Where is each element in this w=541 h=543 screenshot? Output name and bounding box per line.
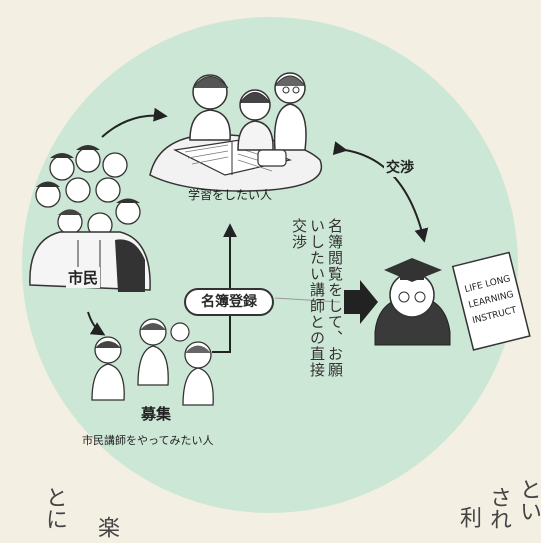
registry-arrow	[212, 223, 237, 353]
vertical-caption: 名簿閲覧をして、お願いしたい講師との直接交渉	[290, 218, 344, 378]
registry-badge: 名簿登録	[184, 288, 274, 316]
citizens-to-learners-arrow	[101, 107, 168, 138]
citizens-illustration	[29, 145, 151, 292]
body-text-left-2: 楽	[94, 516, 119, 538]
citizens-label: 市民	[66, 267, 101, 288]
body-text-right-1: とい	[516, 478, 541, 522]
negotiation-label: 交渉	[384, 157, 416, 177]
connector-line	[274, 297, 341, 303]
citizens-to-teachers-arrow	[87, 311, 106, 336]
background-circle	[22, 17, 518, 513]
body-text-right-3: 利	[456, 506, 481, 528]
volunteer-teachers-illustration	[91, 318, 214, 406]
volunteer-teachers-label: 市民講師をやってみたい人	[82, 434, 214, 447]
learners-label: 学習をしたい人	[188, 188, 273, 202]
instructor-illustration: LIFE LONG LEARNING INSTRUCT	[374, 251, 531, 351]
big-arrow-icon	[344, 280, 378, 324]
body-text-left-1: とに	[42, 486, 67, 530]
negotiation-arrow	[332, 141, 429, 243]
body-text-right-2: され	[486, 486, 511, 530]
learners-illustration	[149, 72, 323, 192]
recruit-label: 募集	[141, 405, 172, 423]
